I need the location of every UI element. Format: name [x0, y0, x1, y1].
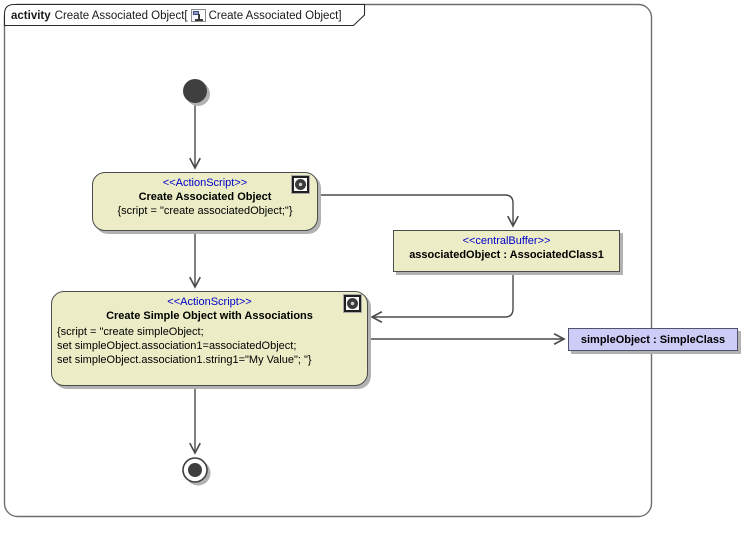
action2-behavior-gear-icon[interactable]: [344, 295, 361, 312]
frame-open-bracket: [: [184, 9, 188, 22]
buffer-name: associatedObject : AssociatedClass1: [409, 249, 604, 261]
frame-diagram-name: Create Associated Object: [208, 9, 339, 22]
action2-script-line1: {script = "create simpleObject;: [57, 326, 204, 338]
action1-stereotype: <<ActionScript>>: [162, 177, 248, 189]
action1-script: {script = "create associatedObject;"}: [117, 205, 293, 217]
frame-close-bracket: ]: [338, 9, 342, 22]
edge-action1-to-buffer[interactable]: [317, 194, 519, 228]
frame-keyword: activity: [11, 9, 51, 22]
action1-behavior-gear-icon[interactable]: [292, 176, 309, 193]
activity-final-node[interactable]: [182, 457, 211, 486]
action-create-simple-object[interactable]: <<ActionScript>> Create Simple Object wi…: [51, 291, 368, 386]
action-create-associated-object[interactable]: <<ActionScript>> Create Associated Objec…: [92, 172, 318, 231]
frame-title: activity Create Associated Object [ Crea…: [11, 8, 342, 23]
buffer-stereotype: <<centralBuffer>>: [462, 235, 551, 247]
action1-name: Create Associated Object: [138, 191, 272, 203]
action2-name: Create Simple Object with Associations: [106, 310, 313, 322]
central-buffer-associated-object[interactable]: <<centralBuffer>> associatedObject : Ass…: [393, 230, 620, 272]
object-node-name: simpleObject : SimpleClass: [580, 333, 726, 346]
initial-node[interactable]: [183, 79, 210, 106]
activity-diagram-icon: [190, 9, 206, 22]
frame-header-pentagon: [3, 3, 366, 27]
frame-name: Create Associated Object: [54, 9, 185, 22]
object-node-simple-object[interactable]: simpleObject : SimpleClass: [568, 328, 738, 351]
action2-script-line2: set simpleObject.association1=associated…: [57, 340, 297, 352]
action2-stereotype: <<ActionScript>>: [167, 296, 252, 308]
edge-buffer-to-action2[interactable]: [370, 272, 514, 323]
action2-script-line3: set simpleObject.association1.string1="M…: [57, 354, 312, 366]
action2-script-block: {script = "create simpleObject; set simp…: [52, 323, 367, 367]
